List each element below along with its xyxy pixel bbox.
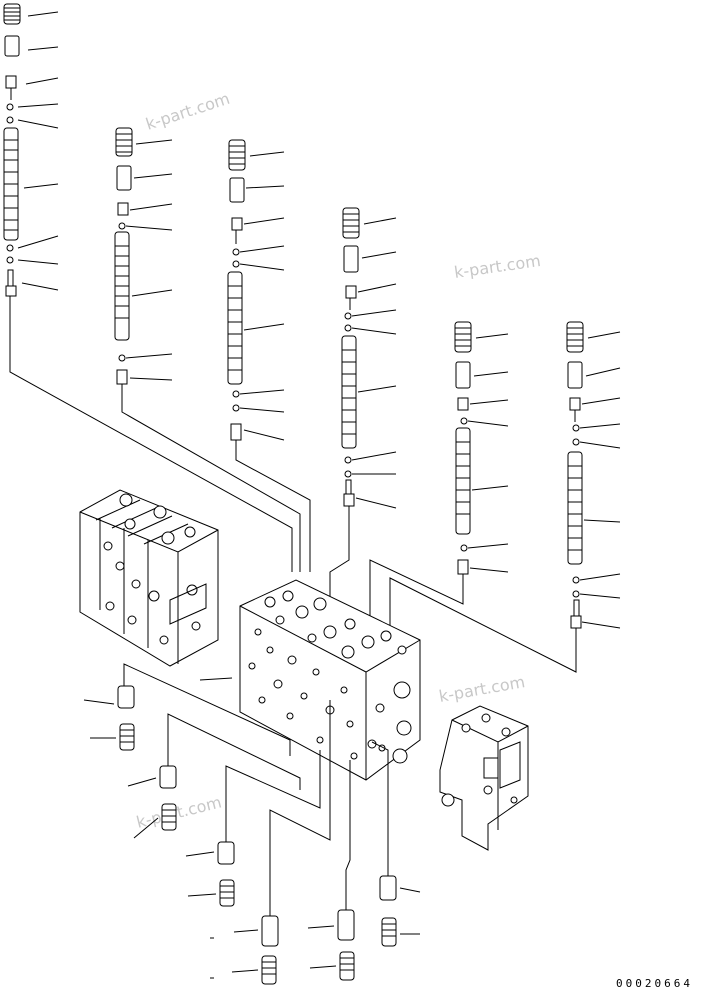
o-ring-icon [345, 313, 351, 319]
o-ring-icon [573, 439, 579, 445]
stopper-icon [6, 76, 16, 88]
plug-icon [218, 842, 234, 864]
stopper-icon [232, 218, 242, 230]
o-ring-icon [233, 261, 239, 267]
o-ring-icon [233, 249, 239, 255]
spring-icon [229, 140, 245, 170]
spring-icon [455, 322, 471, 352]
o-ring-icon [119, 223, 125, 229]
o-ring-icon [461, 545, 467, 551]
plug-icon [262, 916, 278, 946]
stopper-icon [570, 398, 580, 410]
spool-icon [115, 232, 129, 340]
plug-icon [380, 876, 396, 900]
spring-icon [382, 918, 396, 946]
stopper-icon [458, 398, 468, 410]
spring-icon [162, 804, 176, 830]
plug-icon [571, 616, 581, 628]
valve-section-left [80, 490, 218, 666]
plug-icon [160, 766, 176, 788]
spring-icon [120, 724, 134, 750]
spool-icon [342, 336, 356, 448]
plug-icon [338, 910, 354, 940]
spring-seat-icon [117, 166, 131, 190]
watermark-text: k-part.com [437, 672, 526, 706]
spring-seat-icon [230, 178, 244, 202]
plug-icon [458, 560, 468, 574]
spring-seat-icon [344, 246, 358, 272]
o-ring-icon [345, 471, 351, 477]
spool-icon [4, 128, 18, 240]
o-ring-icon [573, 577, 579, 583]
watermark-text: k-part.com [453, 251, 542, 282]
spring-seat-icon [5, 36, 19, 56]
spool-icon [228, 272, 242, 384]
stopper-icon [346, 286, 356, 298]
spring-icon [343, 208, 359, 238]
spring-seat-icon [456, 362, 470, 388]
plug-icon [344, 494, 354, 506]
o-ring-icon [7, 117, 13, 123]
spring-seat-icon [568, 362, 582, 388]
drawing-number: 00020664 [616, 977, 693, 990]
spool-assembly-6 [390, 322, 620, 672]
o-ring-icon [233, 391, 239, 397]
lower-relief-parts [84, 664, 420, 984]
o-ring-icon [345, 457, 351, 463]
spring-icon [4, 4, 20, 24]
spool-assembly-2 [115, 128, 300, 572]
plug-icon [118, 686, 134, 708]
spring-icon [340, 952, 354, 980]
watermark-text: k-part.com [143, 89, 232, 134]
spool-icon [456, 428, 470, 534]
spool-icon [568, 452, 582, 564]
spool-assembly-1 [4, 4, 292, 572]
o-ring-icon [461, 418, 467, 424]
o-ring-icon [7, 257, 13, 263]
main-valve-body [200, 580, 420, 780]
plug-icon [6, 286, 16, 296]
spool-assembly-3 [228, 140, 310, 572]
o-ring-icon [119, 355, 125, 361]
spool-assembly-4 [330, 208, 396, 600]
spring-icon [262, 956, 276, 984]
o-ring-icon [573, 425, 579, 431]
end-cover [440, 706, 528, 850]
spring-icon [567, 322, 583, 352]
o-ring-icon [7, 245, 13, 251]
plug-icon [117, 370, 127, 384]
spool-assembly-5 [370, 322, 508, 628]
spring-icon [116, 128, 132, 156]
plug-icon [231, 424, 241, 440]
o-ring-icon [7, 104, 13, 110]
pin-icon [574, 600, 579, 616]
stopper-icon [118, 203, 128, 215]
spring-icon [220, 880, 234, 906]
o-ring-icon [573, 591, 579, 597]
o-ring-icon [345, 325, 351, 331]
o-ring-icon [233, 405, 239, 411]
pin-icon [8, 270, 13, 286]
